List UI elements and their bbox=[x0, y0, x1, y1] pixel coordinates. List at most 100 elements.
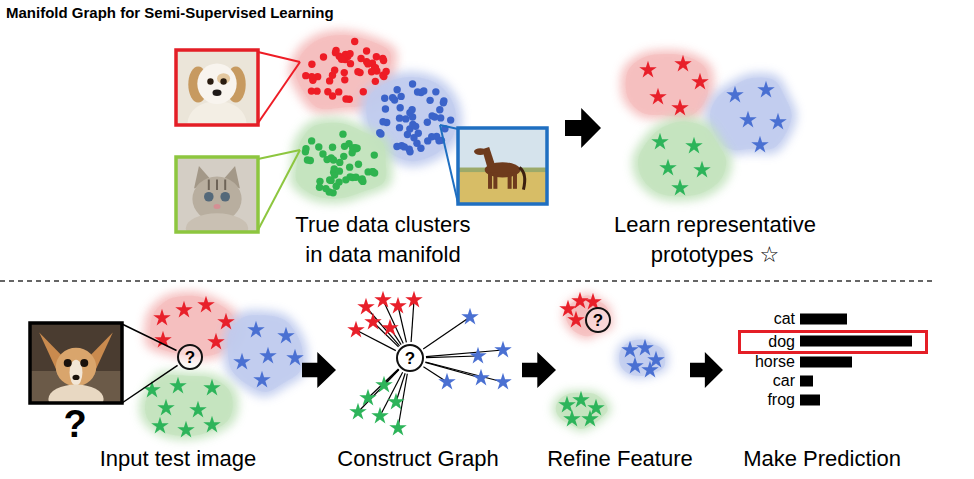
prototype-star bbox=[175, 301, 192, 318]
graph-edge bbox=[356, 330, 396, 351]
data-point bbox=[342, 95, 349, 102]
graph-edge bbox=[426, 356, 478, 358]
prototype-star bbox=[177, 421, 194, 438]
data-point bbox=[326, 77, 333, 84]
data-points bbox=[302, 130, 379, 196]
divider-line bbox=[0, 280, 935, 282]
prototype-stars bbox=[639, 55, 708, 116]
prototype-star bbox=[217, 313, 234, 330]
kitten-picture-part-part bbox=[204, 192, 214, 202]
horse-picture-part-part bbox=[508, 172, 512, 189]
prototype-stars bbox=[349, 376, 406, 436]
cluster-region bbox=[619, 339, 665, 376]
callout-line bbox=[440, 125, 458, 203]
callout-line bbox=[258, 150, 300, 230]
data-point bbox=[331, 67, 338, 74]
puppy-picture bbox=[176, 50, 258, 146]
kitten-picture-part-part bbox=[214, 204, 221, 209]
prototype-star bbox=[581, 410, 598, 427]
data-point bbox=[333, 183, 340, 190]
prototype-star bbox=[469, 347, 486, 364]
prototype-star bbox=[726, 86, 743, 103]
puppy-picture-part bbox=[176, 50, 258, 125]
prototype-star bbox=[641, 361, 658, 378]
prototype-star bbox=[277, 327, 294, 344]
data-point bbox=[324, 88, 331, 95]
data-point bbox=[408, 106, 415, 113]
data-point bbox=[379, 118, 386, 125]
data-point bbox=[319, 150, 326, 157]
prototype-star bbox=[405, 291, 422, 308]
score-bar bbox=[800, 376, 813, 387]
query-mark: ? bbox=[185, 349, 195, 366]
score-bar bbox=[800, 314, 847, 325]
prototype-star bbox=[233, 353, 250, 370]
caption-text: Input test image bbox=[78, 445, 278, 473]
caption-text: True data clusters in data manifold bbox=[289, 210, 477, 270]
data-point bbox=[327, 154, 334, 161]
prototype-star bbox=[558, 396, 575, 413]
prototype-stars bbox=[726, 81, 786, 153]
data-point bbox=[360, 88, 367, 95]
prototype-star bbox=[247, 321, 264, 338]
query-node: ? bbox=[396, 344, 424, 372]
prototype-star bbox=[674, 55, 691, 72]
title-box: Manifold Graph for Semi-Supervised Learn… bbox=[6, 4, 334, 22]
caption-text: Learn representative prototypes ☆ bbox=[595, 210, 835, 270]
prototype-star bbox=[757, 81, 774, 98]
testdog-picture-part bbox=[30, 323, 122, 403]
prototype-stars bbox=[621, 339, 664, 378]
data-point bbox=[437, 114, 444, 121]
kitten-picture bbox=[176, 157, 258, 243]
data-point bbox=[308, 137, 315, 144]
class-label: car bbox=[735, 372, 795, 390]
kitten-picture-part-part bbox=[220, 192, 230, 202]
data-point bbox=[412, 123, 419, 130]
label-box: Make Prediction bbox=[722, 445, 922, 473]
data-point bbox=[382, 105, 389, 112]
data-point bbox=[351, 38, 358, 45]
data-point bbox=[336, 159, 343, 166]
data-point bbox=[339, 130, 346, 137]
puppy-picture-part-part bbox=[197, 64, 236, 105]
label-box: cat bbox=[735, 310, 795, 328]
data-point bbox=[364, 60, 371, 67]
label-box: Construct Graph bbox=[318, 445, 518, 473]
prototype-star bbox=[559, 300, 576, 317]
kitten-picture-part-part bbox=[224, 180, 226, 191]
data-point bbox=[372, 78, 379, 85]
cluster-region bbox=[223, 310, 308, 397]
picture-frame bbox=[176, 157, 258, 232]
prototype-star bbox=[364, 313, 381, 330]
query-mark: ? bbox=[593, 312, 603, 329]
data-point bbox=[393, 86, 400, 93]
data-point bbox=[358, 175, 365, 182]
prototype-star bbox=[357, 298, 374, 315]
prototype-star bbox=[197, 296, 214, 313]
cluster-region bbox=[290, 117, 393, 203]
data-point bbox=[355, 161, 362, 168]
prototype-stars bbox=[143, 377, 220, 438]
testdog-picture bbox=[30, 323, 122, 413]
prototype-star bbox=[349, 403, 366, 420]
data-point bbox=[409, 80, 416, 87]
prototype-star bbox=[769, 113, 786, 130]
data-point bbox=[396, 104, 403, 111]
data-point bbox=[373, 53, 380, 60]
data-point bbox=[436, 106, 443, 113]
score-bar bbox=[800, 395, 820, 406]
cluster-region bbox=[626, 54, 709, 117]
data-point bbox=[440, 99, 447, 106]
prototype-star bbox=[371, 407, 388, 424]
puppy-picture-part-part bbox=[207, 78, 213, 84]
label-box: horse bbox=[735, 353, 795, 371]
data-point bbox=[316, 178, 323, 185]
data-point bbox=[308, 73, 315, 80]
graph-edge bbox=[426, 350, 503, 357]
data-point bbox=[348, 149, 355, 156]
class-label: horse bbox=[735, 353, 795, 371]
prototype-star bbox=[651, 133, 668, 150]
data-point bbox=[368, 68, 375, 75]
data-point bbox=[308, 61, 315, 68]
